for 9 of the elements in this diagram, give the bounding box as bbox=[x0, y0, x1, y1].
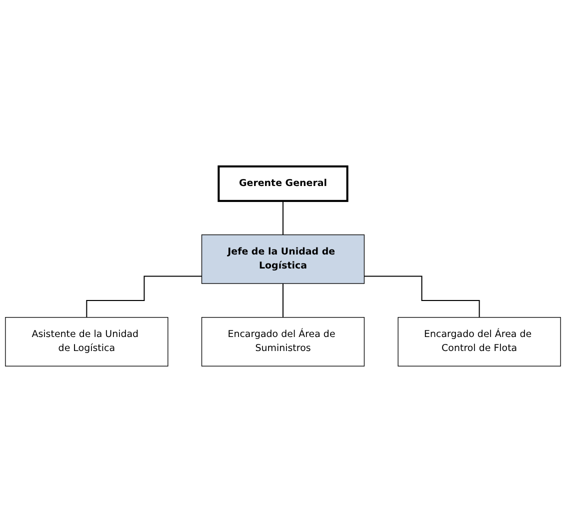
node-box: Encargado del Área de Control de Flota bbox=[398, 316, 561, 366]
node-box: Jefe de la Unidad de Logística bbox=[201, 234, 365, 284]
node-box: Asistente de la Unidad de Logística bbox=[5, 316, 168, 366]
connector bbox=[282, 200, 284, 236]
connector bbox=[364, 275, 480, 318]
node-box: Gerente General bbox=[218, 165, 348, 202]
connector bbox=[86, 275, 202, 318]
connector bbox=[282, 282, 284, 318]
node-box: Encargado del Área de Suministros bbox=[201, 316, 365, 366]
